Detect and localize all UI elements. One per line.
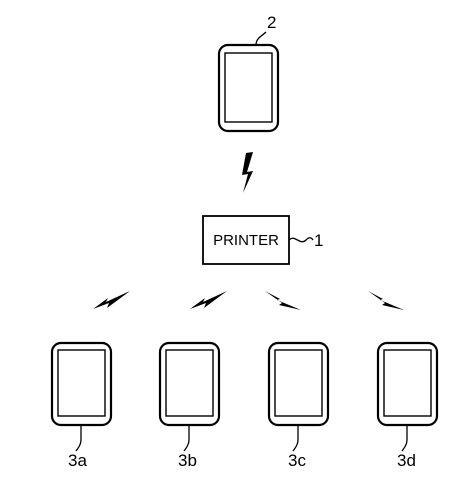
printer-label: PRINTER bbox=[213, 232, 279, 249]
wireless-lightning-icon bbox=[190, 291, 227, 309]
wireless-lightning-icon bbox=[242, 152, 253, 193]
ref-label-2: 2 bbox=[267, 13, 276, 32]
tablet-device-icon bbox=[217, 43, 280, 133]
client-device-3b: 3b bbox=[158, 341, 221, 470]
leader-line bbox=[401, 425, 408, 452]
device-screen bbox=[383, 349, 432, 417]
wireless-lightning-icon bbox=[93, 291, 130, 309]
device-screen bbox=[165, 349, 214, 417]
device-screen bbox=[224, 52, 273, 123]
device-screen bbox=[274, 349, 323, 417]
ref-label-3c: 3c bbox=[288, 451, 306, 470]
client-device-3c: 3c bbox=[267, 341, 330, 470]
printer-1: PRINTER 1 bbox=[202, 215, 323, 265]
ref-label-3d: 3d bbox=[397, 451, 416, 470]
ref-label-3a: 3a bbox=[68, 451, 87, 470]
tablet-device-icon bbox=[158, 341, 221, 427]
tablet-device-icon bbox=[50, 341, 113, 427]
leader-line bbox=[183, 425, 190, 452]
ref-label-3b: 3b bbox=[178, 451, 197, 470]
leader-line bbox=[255, 31, 267, 46]
ref-label-1: 1 bbox=[314, 231, 323, 250]
host-device-2: 2 bbox=[217, 13, 280, 133]
client-device-3d: 3d bbox=[376, 341, 439, 470]
client-device-3a: 3a bbox=[50, 341, 113, 470]
leader-line bbox=[75, 425, 82, 452]
tablet-device-icon bbox=[267, 341, 330, 427]
leader-line bbox=[288, 237, 314, 243]
device-screen bbox=[57, 349, 106, 417]
wireless-lightning-icon bbox=[265, 291, 301, 310]
tablet-device-icon bbox=[376, 341, 439, 427]
leader-line bbox=[292, 425, 299, 452]
wireless-lightning-icon bbox=[368, 291, 404, 310]
